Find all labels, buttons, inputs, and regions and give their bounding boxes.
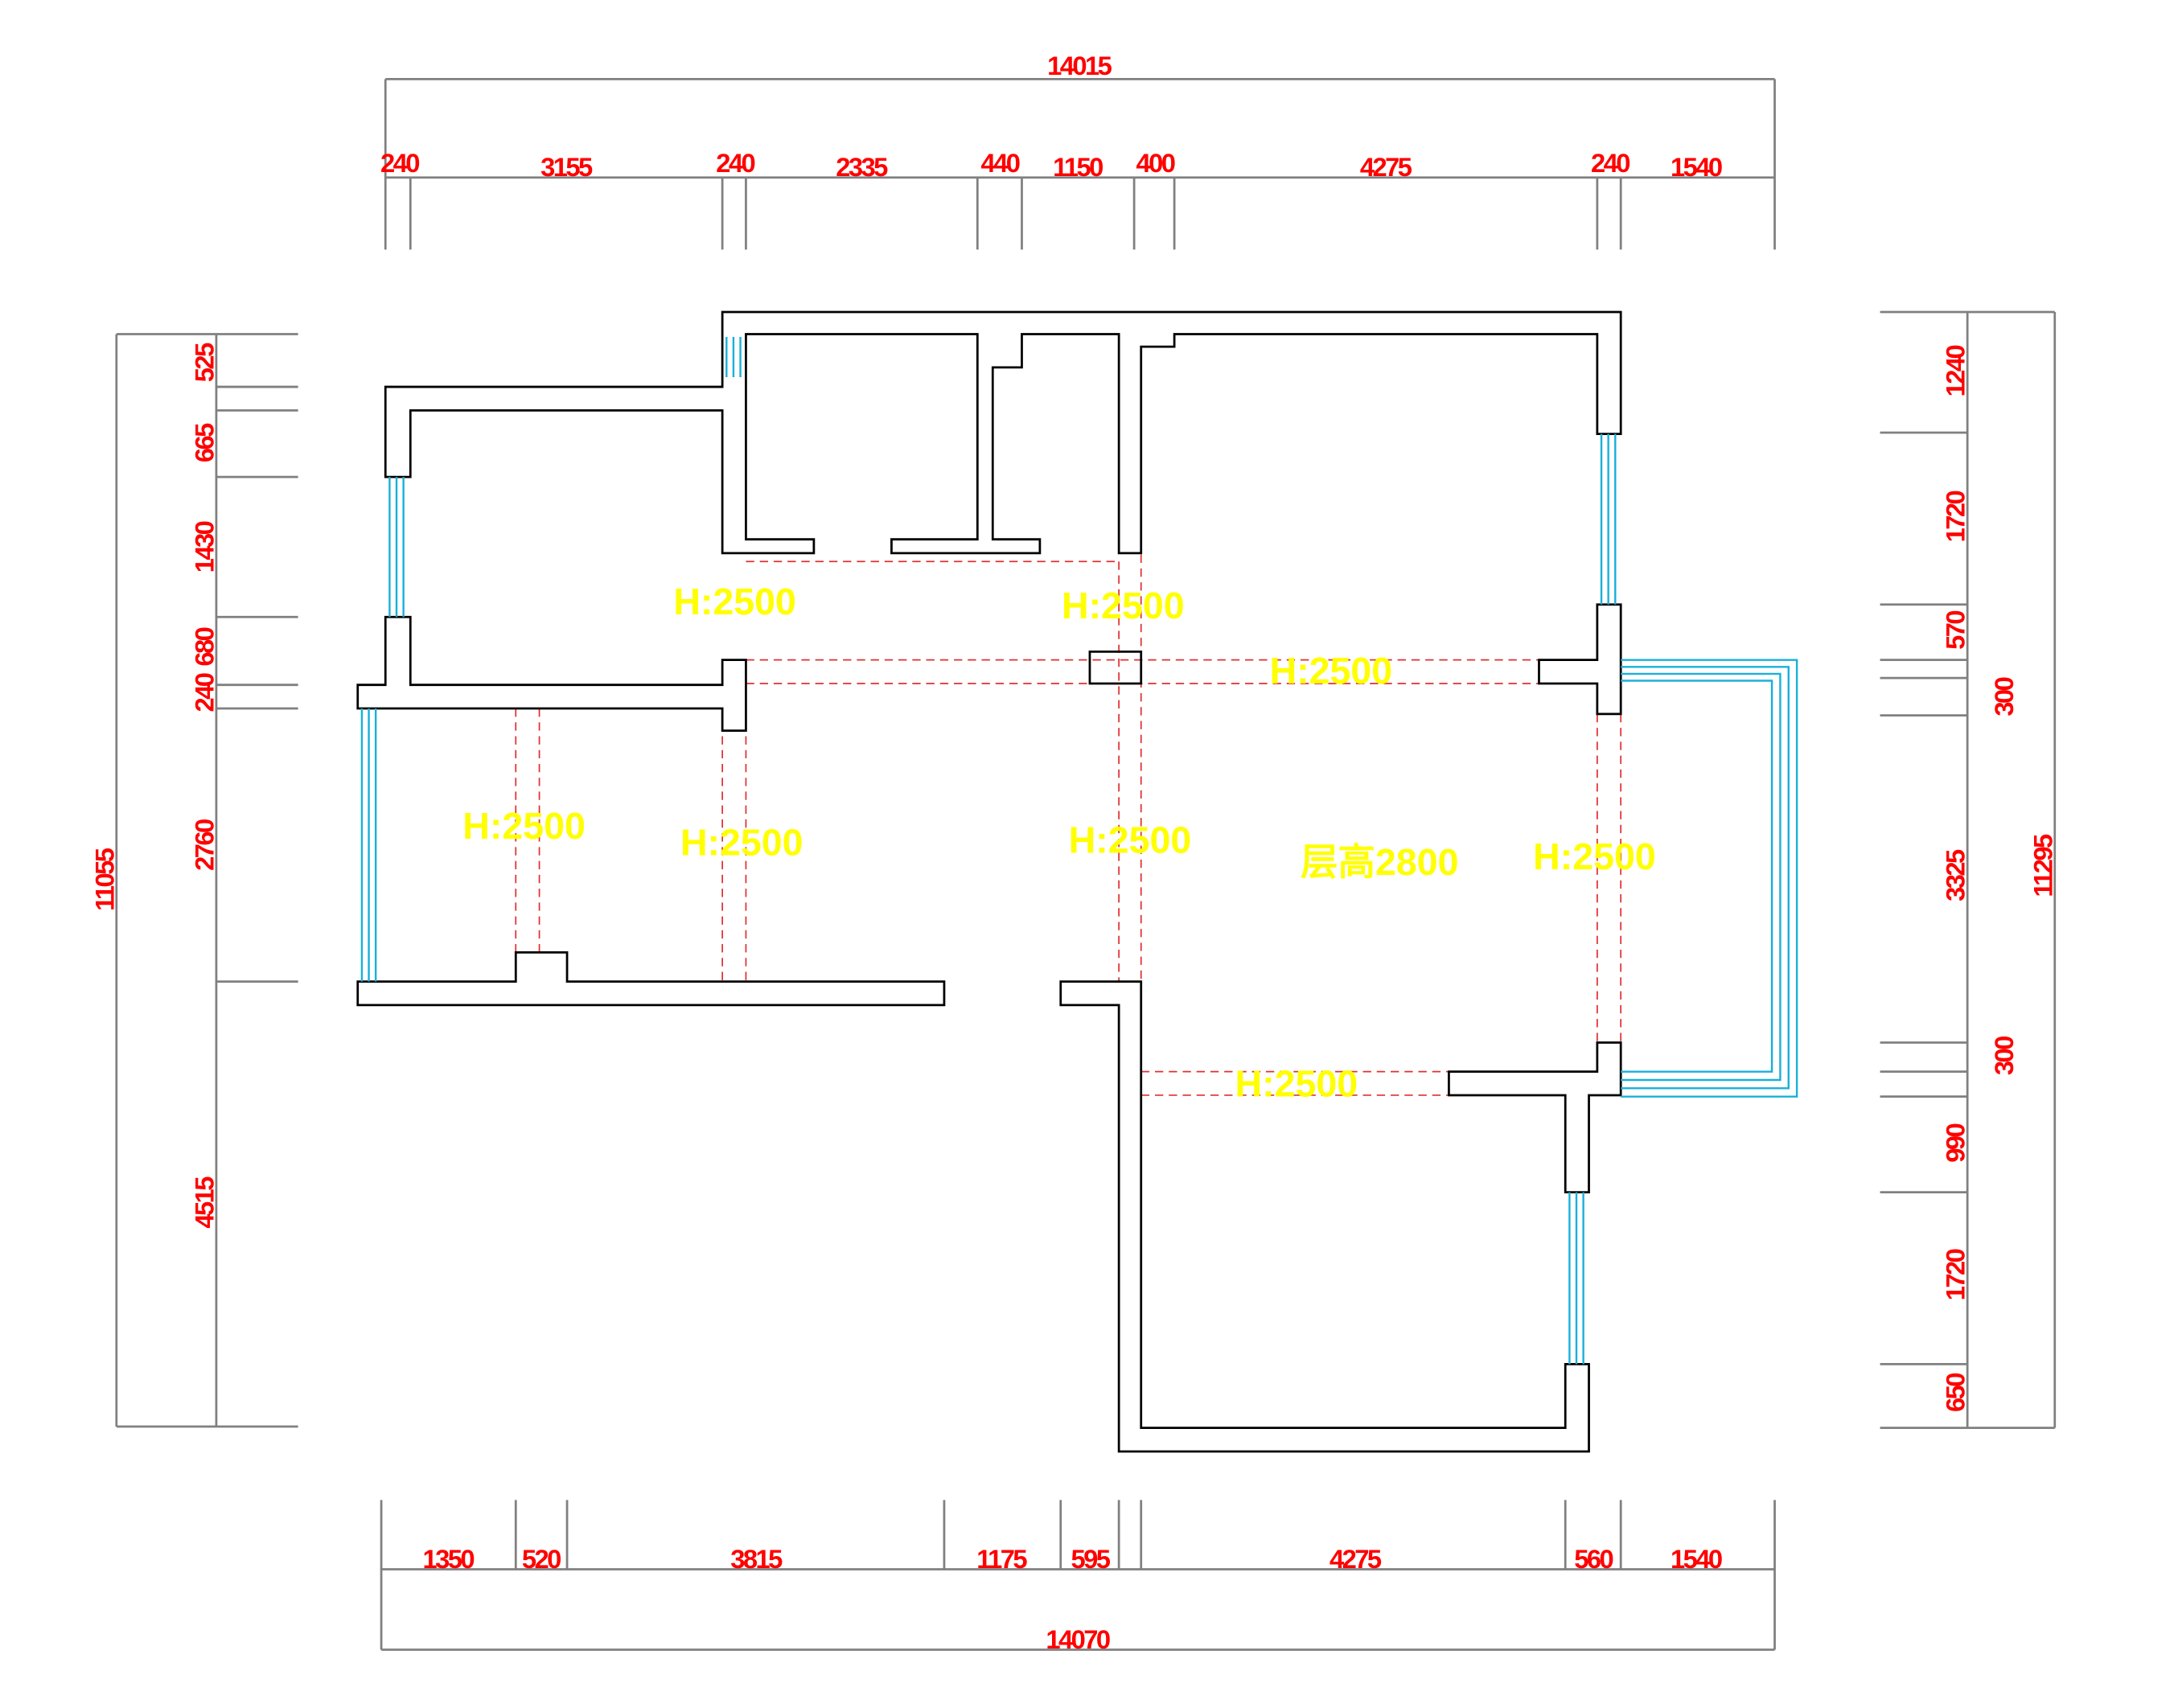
dim-right: 1720	[1941, 1249, 1971, 1300]
dim-bottom: 1350	[423, 1544, 475, 1574]
top-dimensions: 14015 240 3155 240 2335 440 1150 400 427…	[380, 51, 1776, 250]
dim-bottom: 1175	[976, 1544, 1027, 1574]
dim-top: 240	[1591, 148, 1629, 178]
dim-bottom: 595	[1071, 1544, 1111, 1574]
dim-bottom-total: 14070	[1046, 1624, 1110, 1654]
dim-left: 665	[189, 423, 219, 462]
dim-top: 240	[380, 148, 419, 178]
bottom-dimensions: 1350 520 3815 1175 595 4275 560 1540 140…	[380, 1500, 1776, 1654]
dim-left: 240	[189, 673, 219, 712]
beam-height-label: H:2500	[1235, 1063, 1358, 1105]
dim-top: 440	[980, 148, 1019, 178]
dim-right-total: 11295	[2028, 834, 2057, 897]
dim-right: 570	[1941, 611, 1971, 650]
beam-height-label: H:2500	[462, 805, 586, 847]
beam-height-label: H:2500	[1533, 836, 1656, 877]
dim-bottom: 520	[522, 1544, 561, 1574]
beam-height-label: H:2500	[673, 581, 796, 622]
windows	[360, 337, 1798, 1365]
beam-height-label: H:2500	[1069, 819, 1192, 860]
dim-top: 3155	[540, 152, 593, 182]
dim-bottom: 1540	[1671, 1544, 1722, 1574]
dim-left: 2760	[189, 819, 219, 871]
left-dimensions: 525 665 1430 680 240 2760 4515 11055	[89, 333, 298, 1428]
dim-top: 2335	[836, 152, 888, 182]
dim-top: 400	[1136, 148, 1175, 178]
dim-top: 1540	[1671, 152, 1722, 182]
dim-top: 1150	[1053, 152, 1103, 182]
floor-height-label: 层高2800	[1301, 841, 1459, 883]
dim-top: 240	[716, 148, 754, 178]
beam-height-label: H:2500	[1270, 650, 1393, 692]
dim-right: 3325	[1941, 849, 1971, 901]
dim-right: 1720	[1941, 491, 1971, 542]
dim-left: 1430	[189, 521, 219, 573]
beam-height-label: H:2500	[680, 822, 803, 864]
walls	[356, 310, 1622, 1453]
beam-lines	[515, 347, 1622, 1096]
dim-right: 1240	[1941, 345, 1971, 396]
dim-left: 680	[189, 627, 219, 666]
dim-right: 990	[1941, 1123, 1971, 1162]
height-labels: H:2500 H:2500 H:2500 H:2500 H:2500 H:250…	[462, 581, 1655, 1105]
dim-top: 4275	[1360, 152, 1412, 182]
dim-top-total: 14015	[1047, 51, 1112, 80]
dim-balcony: 300	[1989, 677, 2019, 716]
dim-bottom: 3815	[730, 1544, 783, 1574]
beam-height-label: H:2500	[1062, 585, 1185, 626]
dim-left-total: 11055	[89, 848, 119, 911]
dim-right: 650	[1941, 1373, 1971, 1412]
dim-bottom: 560	[1574, 1544, 1613, 1574]
dim-left: 4515	[189, 1176, 219, 1229]
right-dimensions: 1240 1720 570 3325 990 1720 650 300 300 …	[1880, 310, 2057, 1430]
dim-left: 525	[189, 343, 219, 382]
dim-balcony: 300	[1989, 1037, 2019, 1075]
dim-bottom: 4275	[1329, 1544, 1382, 1574]
